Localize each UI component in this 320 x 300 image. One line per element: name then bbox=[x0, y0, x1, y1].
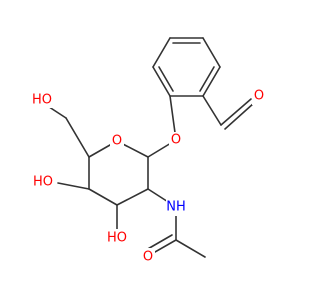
aldehyde-oxygen-label: O bbox=[254, 89, 264, 104]
bond bbox=[175, 239, 206, 258]
hydroxyl-label: HO bbox=[32, 93, 52, 108]
bond bbox=[65, 117, 90, 158]
glycosidic-oxygen-label: O bbox=[171, 133, 181, 148]
carbonyl-oxygen-label: O bbox=[143, 250, 153, 265]
aromatic-double-bond bbox=[199, 66, 215, 92]
carbonyl-double-bond bbox=[145, 234, 173, 251]
aromatic-double-bond bbox=[158, 66, 174, 92]
bond bbox=[152, 37, 171, 68]
ring-oxygen-label: O bbox=[112, 134, 122, 149]
bond bbox=[202, 95, 222, 126]
carbonyl-double-bond bbox=[220, 98, 252, 126]
bond bbox=[57, 182, 90, 190]
bond bbox=[116, 188, 149, 206]
bond bbox=[152, 66, 171, 97]
carbonyl-double-bond bbox=[224, 102, 255, 130]
bond bbox=[202, 37, 221, 68]
bonds bbox=[39, 37, 255, 258]
amide-nitrogen-label: NH bbox=[166, 200, 186, 215]
molecule-structure: HO HO HO O O O NH O bbox=[30, 37, 266, 265]
bond bbox=[88, 188, 118, 206]
bond bbox=[202, 66, 221, 97]
hydroxyl-label: HO bbox=[33, 175, 53, 190]
hydroxyl-label: HO bbox=[107, 231, 127, 246]
atom-labels: HO HO HO O O O NH O bbox=[30, 88, 266, 265]
